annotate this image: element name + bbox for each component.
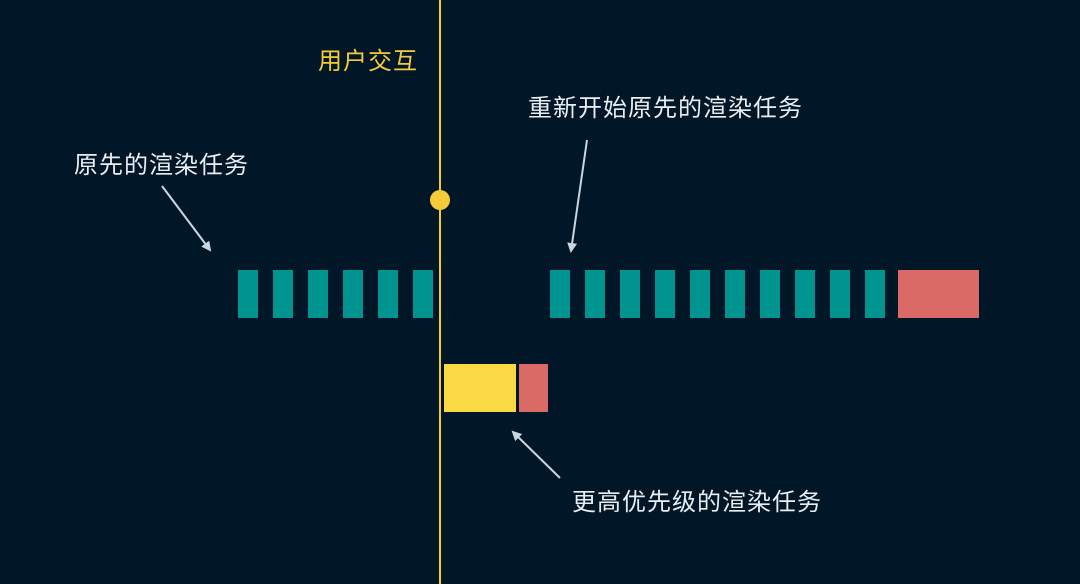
restart-task-chunk-8 bbox=[795, 270, 815, 318]
restart-task-chunk-7 bbox=[760, 270, 780, 318]
high-priority-task-block bbox=[444, 364, 516, 412]
original-task-chunk-3 bbox=[308, 270, 328, 318]
restart-task-chunk-4 bbox=[655, 270, 675, 318]
interaction-point bbox=[430, 190, 450, 210]
restart-task-chunk-6 bbox=[725, 270, 745, 318]
original-task-chunk-2 bbox=[273, 270, 293, 318]
arrow-restart bbox=[567, 139, 588, 253]
original-task-label: 原先的渲染任务 bbox=[74, 151, 249, 179]
restart-task-label: 重新开始原先的渲染任务 bbox=[528, 94, 803, 122]
restart-task-chunk-1 bbox=[550, 270, 570, 318]
original-task-track bbox=[238, 270, 433, 318]
original-task-chunk-6 bbox=[413, 270, 433, 318]
restart-task-chunk-5 bbox=[690, 270, 710, 318]
restart-task-track bbox=[550, 270, 885, 318]
restart-task-chunk-10 bbox=[865, 270, 885, 318]
restart-task-chunk-3 bbox=[620, 270, 640, 318]
arrow-original bbox=[161, 185, 212, 252]
original-task-chunk-1 bbox=[238, 270, 258, 318]
high-priority-task-label: 更高优先级的渲染任务 bbox=[572, 488, 822, 516]
original-task-chunk-5 bbox=[378, 270, 398, 318]
high-priority-commit-block bbox=[519, 364, 548, 412]
restart-task-chunk-2 bbox=[585, 270, 605, 318]
user-interaction-label: 用户交互 bbox=[318, 47, 418, 75]
restart-task-chunk-9 bbox=[830, 270, 850, 318]
restart-commit-block bbox=[898, 270, 979, 318]
arrow-priority bbox=[511, 430, 561, 479]
original-task-chunk-4 bbox=[343, 270, 363, 318]
